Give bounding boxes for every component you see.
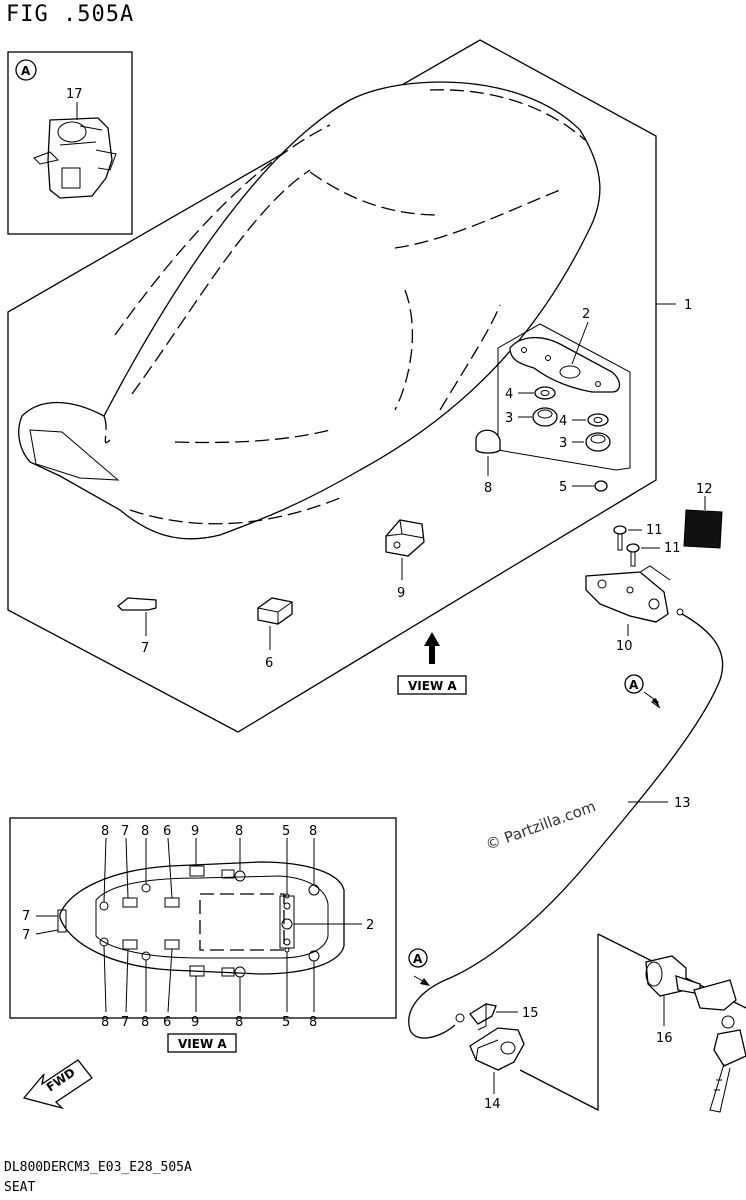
callout-4a: 4 (505, 387, 513, 402)
view-a-leaders (35, 837, 362, 1013)
view-callout-top-5: 9 (191, 824, 199, 839)
nut-part-5[interactable] (594, 480, 608, 492)
view-callout-bottom-6: 8 (235, 1015, 243, 1030)
washer-part-4b[interactable] (587, 413, 609, 427)
detail-marker-a: A (21, 64, 31, 78)
view-callout-top-8: 8 (309, 824, 317, 839)
view-direction-arrow (424, 632, 440, 664)
view-callout-top-2: 7 (121, 824, 129, 839)
screw-part-11a[interactable] (613, 525, 627, 551)
label-part-12[interactable] (683, 509, 723, 549)
view-callout-bottom-3: 8 (141, 1015, 149, 1030)
callout-1: 1 (684, 298, 692, 313)
view-callout-top-1: 8 (101, 824, 109, 839)
damper-part-3a[interactable] (532, 407, 558, 427)
callout-11a: 11 (646, 523, 663, 538)
screw-part-11b[interactable] (626, 543, 640, 567)
callout-3b: 3 (559, 436, 567, 451)
view-callout-top-7: 5 (282, 824, 290, 839)
pad-part-6[interactable] (257, 597, 293, 625)
view-label-panel: VIEW A (178, 1037, 227, 1051)
callout-8: 8 (484, 481, 492, 496)
drawing-code: DL800DERCM3_E03_E28_505A (4, 1160, 192, 1175)
callout-7: 7 (141, 641, 149, 656)
view-callout-left-top: 7 (22, 909, 30, 924)
view-callout-top-3: 8 (141, 824, 149, 839)
block-part-9[interactable] (385, 519, 425, 557)
seat-part-1[interactable] (18, 81, 601, 540)
seat-underside-view (57, 861, 345, 978)
detail-inset-box: A 17 (7, 51, 133, 235)
callout-12: 12 (696, 482, 713, 497)
callout-2: 2 (582, 307, 590, 322)
view-callout-left-bottom: 7 (22, 928, 30, 943)
callout-9: 9 (397, 586, 405, 601)
view-callout-bottom-8: 8 (309, 1015, 317, 1030)
lock-group-outline (519, 933, 746, 1112)
view-a-panel (9, 817, 397, 1019)
callout-4b: 4 (559, 414, 567, 429)
view-a-bottom-callouts: 8 7 8 6 9 8 5 8 (101, 1015, 317, 1030)
callout-14: 14 (484, 1097, 501, 1112)
callout-11b: 11 (664, 541, 681, 556)
fwd-arrow-icon: FWD (22, 1059, 93, 1110)
callout-15: 15 (522, 1006, 539, 1021)
watermark: © Partzilla.com (483, 797, 598, 854)
clamp-part-17[interactable] (33, 117, 117, 199)
view-callout-top-4: 6 (163, 824, 171, 839)
callout-16: 16 (656, 1031, 673, 1046)
view-callout-bottom-1: 8 (101, 1015, 109, 1030)
view-callout-right: 2 (366, 918, 374, 933)
pad-part-7[interactable] (117, 597, 157, 611)
callout-13: 13 (674, 796, 691, 811)
cable-part-13[interactable] (408, 608, 724, 1039)
view-callout-bottom-5: 9 (191, 1015, 199, 1030)
bracket-part-2[interactable] (497, 323, 631, 471)
washer-part-4a[interactable] (534, 386, 556, 400)
view-label-main: VIEW A (408, 679, 457, 693)
callout-10: 10 (616, 639, 633, 654)
cable-marker-a-top: A (629, 678, 639, 692)
clamp-part-15[interactable] (469, 1003, 497, 1031)
cushion-part-8[interactable] (475, 429, 501, 454)
callout-17: 17 (66, 87, 83, 102)
latch-part-10[interactable] (585, 565, 671, 623)
cable-marker-a-bottom: A (413, 952, 423, 966)
drawing-name: SEAT (4, 1180, 36, 1195)
view-callout-bottom-7: 5 (282, 1015, 290, 1030)
damper-part-3b[interactable] (585, 432, 611, 452)
key-lock-part-16[interactable] (645, 955, 701, 997)
holder-part-14[interactable] (469, 1027, 525, 1071)
callout-6: 6 (265, 656, 273, 671)
seat-group-outline (7, 39, 657, 733)
view-callout-bottom-2: 7 (121, 1015, 129, 1030)
view-callout-bottom-4: 6 (163, 1015, 171, 1030)
key-icon (693, 979, 746, 1113)
figure-title: FIG .505A (6, 2, 135, 27)
view-callout-top-6: 8 (235, 824, 243, 839)
view-a-top-callouts: 8 7 8 6 9 8 5 8 (101, 824, 317, 839)
callout-3a: 3 (505, 411, 513, 426)
callout-5: 5 (559, 480, 567, 495)
